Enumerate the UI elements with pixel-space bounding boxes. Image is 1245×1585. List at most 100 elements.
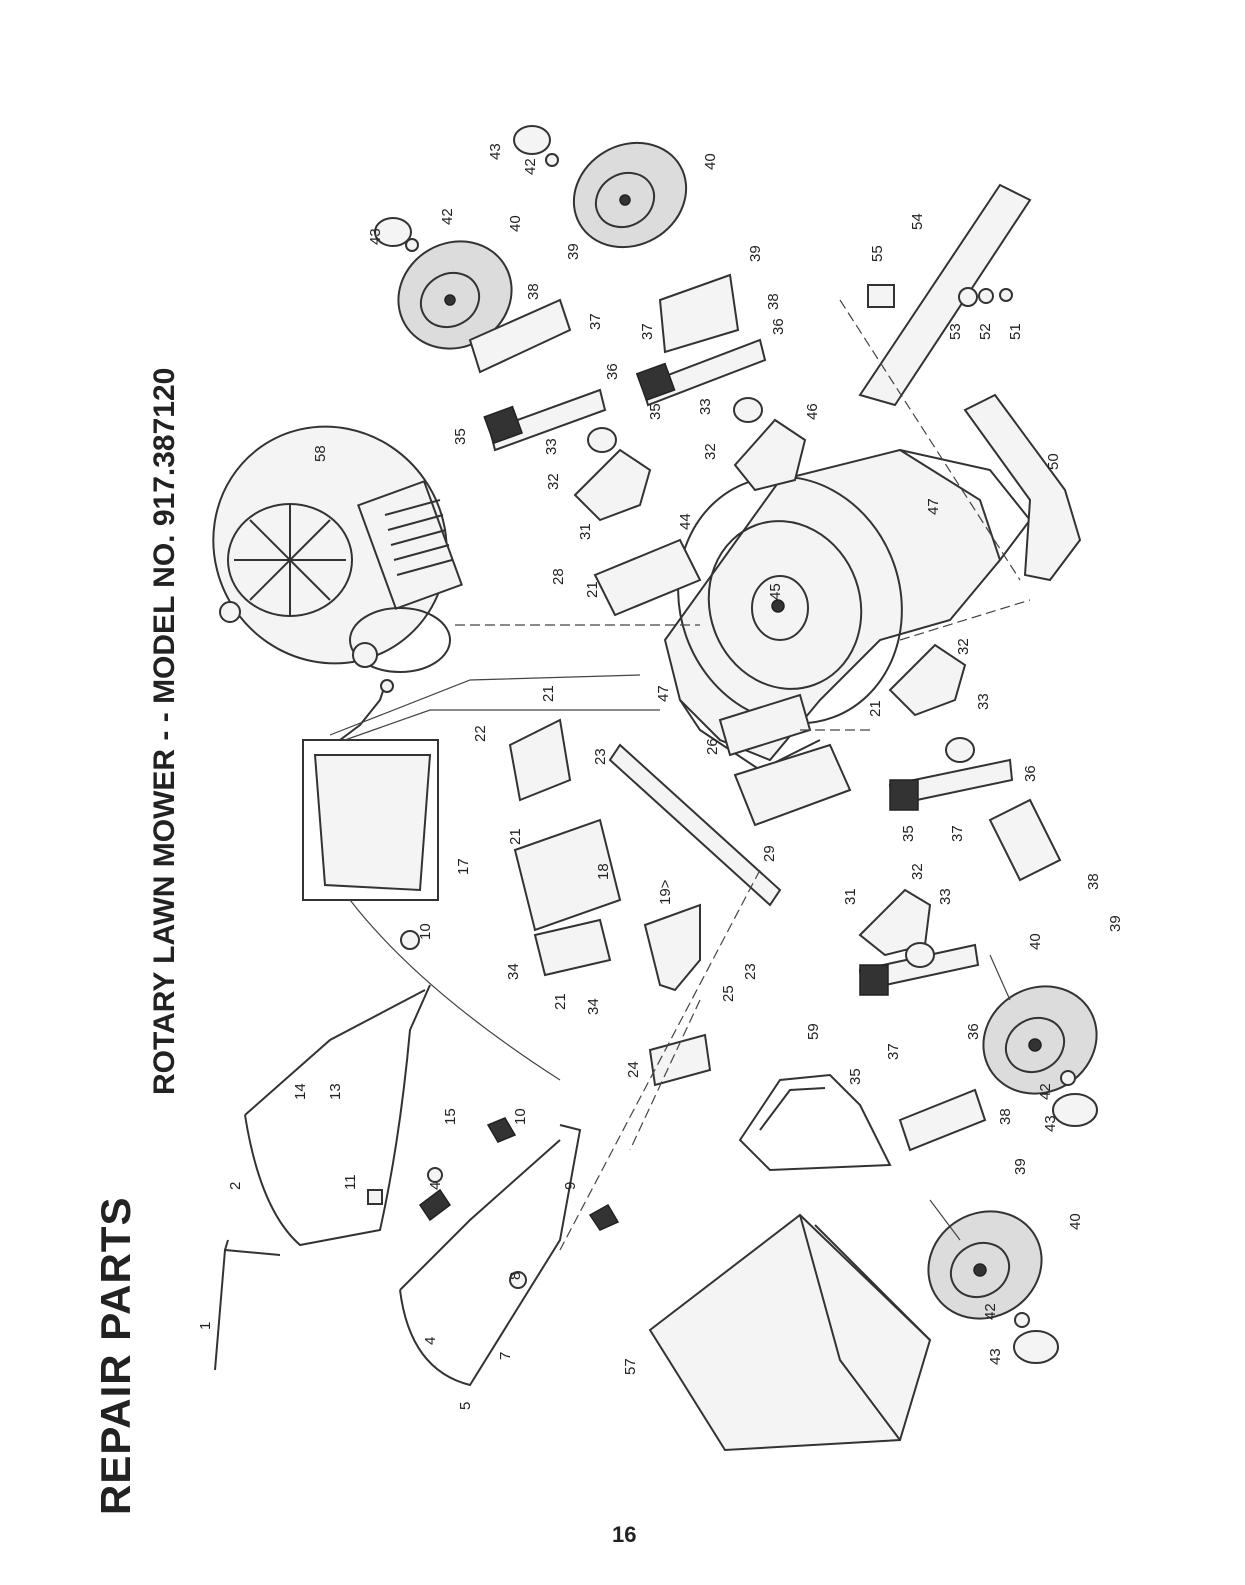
callout-labels: 1 2 4 4 5 7 8 9 10 10 11 13 14 15 17 18 … [197, 143, 1124, 1410]
callout-8: 8 [507, 1272, 524, 1280]
callout-43: 43 [487, 143, 504, 160]
callout-43: 43 [1042, 1115, 1059, 1132]
callout-37: 37 [885, 1043, 902, 1060]
callout-21: 21 [540, 685, 557, 702]
callout-32: 32 [545, 473, 562, 490]
callout-35: 35 [900, 825, 917, 842]
callout-42: 42 [522, 158, 539, 175]
callout-4: 4 [422, 1337, 439, 1345]
callout-9: 9 [562, 1182, 579, 1190]
callout-55: 55 [869, 245, 886, 262]
bag-frame-part-59 [738, 1073, 892, 1172]
callout-37: 37 [949, 825, 966, 842]
callout-46: 46 [804, 403, 821, 420]
engine-part-58 [212, 425, 463, 741]
callout-40: 40 [1027, 933, 1044, 950]
callout-33: 33 [697, 398, 714, 415]
callout-19: 19> [657, 879, 674, 905]
page-number: 16 [612, 1522, 637, 1547]
callout-38: 38 [525, 283, 542, 300]
callout-39: 39 [747, 245, 764, 262]
callout-42: 42 [1037, 1083, 1054, 1100]
callout-23: 23 [592, 748, 609, 765]
callout-22: 22 [472, 725, 489, 742]
callout-40: 40 [702, 153, 719, 170]
callout-11: 11 [342, 1174, 359, 1190]
mower-deck [663, 448, 1032, 772]
callout-57: 57 [622, 1358, 639, 1375]
callout-17: 17 [455, 858, 472, 875]
callout-23: 23 [742, 963, 759, 980]
callout-36: 36 [965, 1023, 982, 1040]
callout-28: 28 [550, 568, 567, 585]
callout-37: 37 [587, 313, 604, 330]
handle-assembly [214, 984, 582, 1387]
wheel-front-left-40 [927, 1210, 1043, 1320]
callout-2: 2 [227, 1182, 244, 1190]
callout-37: 37 [639, 323, 656, 340]
callout-5: 5 [457, 1402, 474, 1410]
callout-1: 1 [197, 1322, 214, 1330]
callout-47: 47 [655, 685, 672, 702]
callout-40: 40 [507, 215, 524, 232]
callout-34: 34 [585, 998, 602, 1015]
blade-part-54 [858, 183, 1032, 407]
callout-44: 44 [677, 513, 694, 530]
assembly-lines [329, 299, 1031, 1251]
callout-35: 35 [452, 428, 469, 445]
callout-14: 14 [292, 1083, 309, 1100]
callout-43: 43 [367, 228, 384, 245]
callout-10: 10 [417, 923, 434, 940]
callout-50: 50 [1045, 453, 1062, 470]
callout-4: 4 [427, 1182, 444, 1190]
callout-7: 7 [497, 1352, 514, 1360]
callout-36: 36 [770, 318, 787, 335]
callout-32: 32 [955, 638, 972, 655]
callout-13: 13 [327, 1083, 344, 1100]
callout-54: 54 [909, 213, 926, 230]
grass-bag-part-57 [648, 1213, 932, 1452]
height-adjuster-levers [483, 338, 1014, 996]
callout-15: 15 [442, 1108, 459, 1125]
hubcap-43-front [1013, 1070, 1098, 1364]
callout-38: 38 [1085, 873, 1102, 890]
callout-53: 53 [947, 323, 964, 340]
callout-35: 35 [647, 403, 664, 420]
callout-36: 36 [604, 363, 621, 380]
callout-32: 32 [702, 443, 719, 460]
callout-43: 43 [987, 1348, 1004, 1365]
callout-21: 21 [552, 993, 569, 1010]
callout-42: 42 [439, 208, 456, 225]
callout-40: 40 [1067, 1213, 1084, 1230]
wheel-rear-right-40 [572, 141, 688, 249]
callout-38: 38 [997, 1108, 1014, 1125]
callout-21: 21 [584, 581, 601, 598]
adjuster-plates-32 [573, 397, 975, 968]
baffle-part-50 [963, 393, 1082, 582]
callout-21: 21 [867, 700, 884, 717]
axle-brackets-37 [468, 273, 1062, 1152]
callout-35: 35 [847, 1068, 864, 1085]
callout-39: 39 [1107, 915, 1124, 932]
wheel-rear-left-40 [397, 240, 513, 350]
callout-36: 36 [1022, 765, 1039, 782]
callout-26: 26 [704, 738, 721, 755]
rear-door-parts [302, 718, 782, 1087]
callout-31: 31 [577, 523, 594, 540]
callout-33: 33 [937, 888, 954, 905]
callout-58: 58 [312, 445, 329, 462]
callout-45: 45 [767, 583, 784, 600]
callout-51: 51 [1007, 323, 1024, 340]
callout-39: 39 [565, 243, 582, 260]
callout-21: 21 [507, 828, 524, 845]
callout-24: 24 [625, 1061, 642, 1078]
brackets-28-29 [593, 538, 852, 827]
callout-52: 52 [977, 323, 994, 340]
callout-29: 29 [761, 845, 778, 862]
callout-42: 42 [982, 1303, 999, 1320]
callout-10: 10 [512, 1108, 529, 1125]
hardware-fasteners [367, 930, 620, 1289]
callout-39: 39 [1012, 1158, 1029, 1175]
